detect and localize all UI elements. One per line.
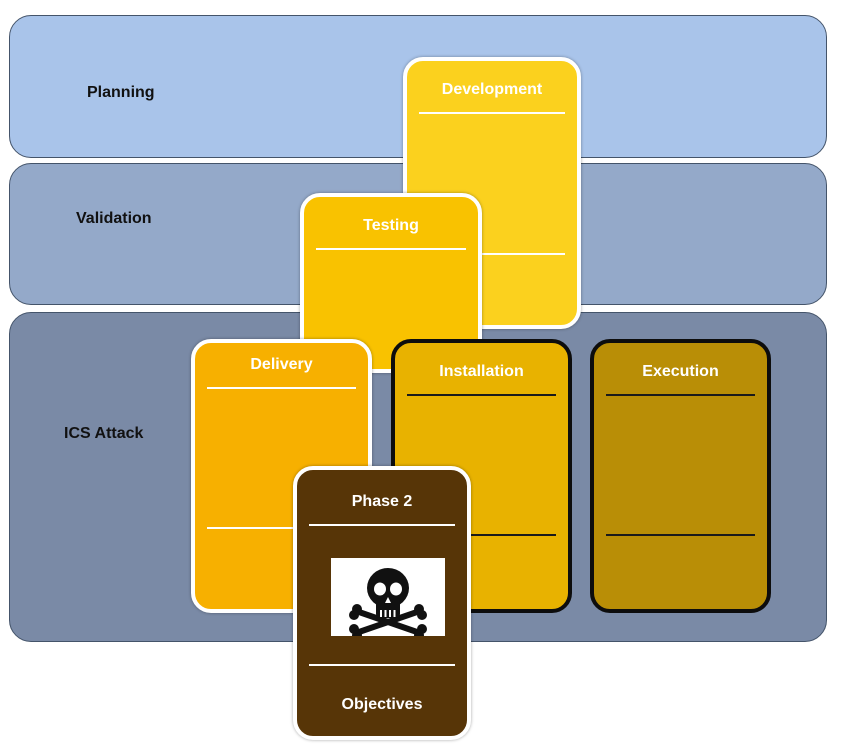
installation-title: Installation [439,363,524,380]
execution-divider-top [606,394,755,396]
execution-card: Execution [590,339,771,613]
development-divider-top [419,112,565,114]
skull-crossbones-icon [349,568,427,640]
phase2-card: Phase 2 [293,466,471,740]
phase2-divider-bottom [309,664,455,666]
planning-label: Planning [87,84,155,101]
installation-divider-bottom [407,534,556,536]
delivery-title: Delivery [250,356,313,373]
delivery-divider-bottom [207,527,356,529]
development-divider-bottom [419,253,565,255]
skull-box [331,558,445,640]
development-title: Development [441,81,543,98]
testing-title: Testing [363,217,419,234]
validation-label: Validation [76,210,152,227]
installation-divider-top [407,394,556,396]
ics-attack-label: ICS Attack [64,425,144,442]
execution-title: Execution [642,363,719,380]
testing-divider-top [316,248,466,250]
delivery-divider-top [207,387,356,389]
execution-divider-bottom [606,534,755,536]
phase2-title: Phase 2 [351,493,413,510]
phase2-footer: Objectives [341,696,423,713]
phase2-divider-top [309,524,455,526]
